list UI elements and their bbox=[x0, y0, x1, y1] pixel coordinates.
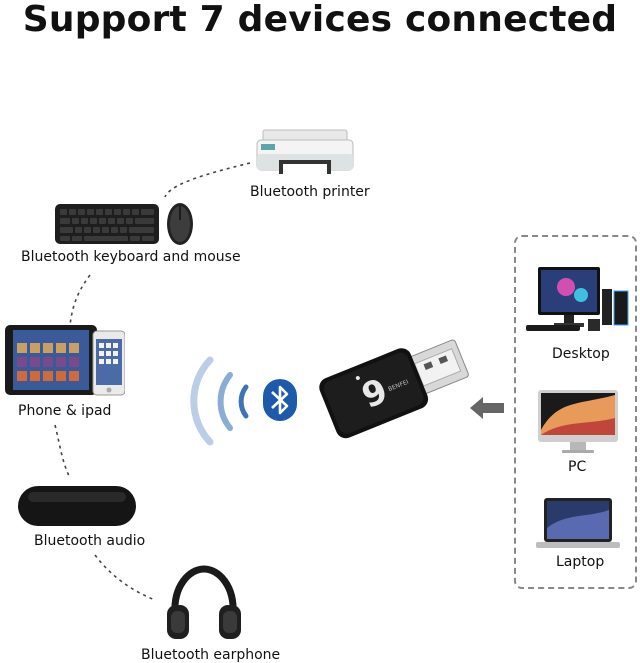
speaker-label: Bluetooth audio bbox=[34, 533, 146, 549]
imac-icon bbox=[538, 390, 618, 454]
headphones-label: Bluetooth earphone bbox=[141, 647, 281, 663]
phone-tablet-label: Phone & ipad bbox=[18, 403, 112, 419]
printer-label: Bluetooth printer bbox=[250, 184, 370, 200]
keyboard-mouse-icon bbox=[55, 200, 200, 248]
printer-icon bbox=[255, 128, 355, 180]
phone-tablet-icon bbox=[5, 325, 126, 397]
desktop-label: Desktop bbox=[552, 346, 610, 362]
arrow-left-icon bbox=[470, 397, 504, 419]
host-devices-box bbox=[514, 235, 637, 589]
bluetooth-icon bbox=[263, 379, 297, 421]
speaker-icon bbox=[18, 484, 136, 528]
laptop-label: Laptop bbox=[556, 554, 605, 570]
usb-adapter-icon: 9 BENFEI bbox=[318, 330, 478, 455]
keyboard-mouse-label: Bluetooth keyboard and mouse bbox=[21, 249, 241, 265]
page-title: Support 7 devices connected bbox=[22, 0, 618, 40]
pc-label: PC bbox=[568, 459, 587, 475]
headphones-icon bbox=[165, 565, 243, 643]
laptop-icon bbox=[536, 498, 620, 552]
desktop-icon bbox=[526, 265, 630, 337]
